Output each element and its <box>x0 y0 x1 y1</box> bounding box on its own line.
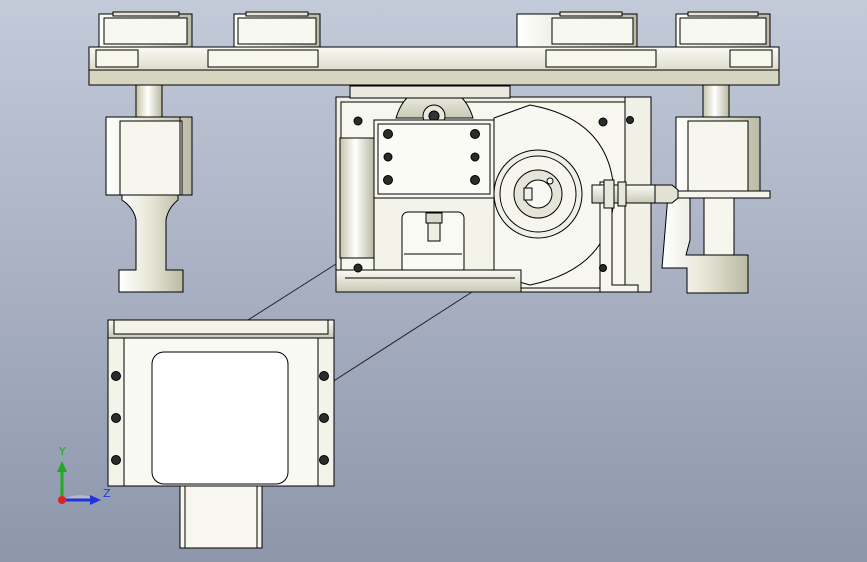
detail-view[interactable] <box>107 319 335 549</box>
detail-screws <box>111 371 329 465</box>
proximity-sensor[interactable] <box>591 179 771 209</box>
top-block-2[interactable] <box>233 11 321 49</box>
x-axis-icon <box>58 496 66 504</box>
left-post[interactable] <box>105 84 193 293</box>
coordinate-triad: Y Z <box>57 445 111 505</box>
top-block-1[interactable] <box>98 11 193 49</box>
y-axis-label: Y <box>58 445 66 458</box>
top-block-3[interactable] <box>516 11 638 49</box>
right-post[interactable] <box>661 84 761 294</box>
top-assembly[interactable] <box>88 11 780 86</box>
z-axis-label: Z <box>103 487 111 500</box>
rotary-plate[interactable] <box>88 46 780 86</box>
gearbox-screws <box>353 116 634 273</box>
indexer-gearbox[interactable] <box>335 85 771 293</box>
detail-leader-lines <box>247 263 473 383</box>
top-block-4[interactable] <box>675 11 771 49</box>
